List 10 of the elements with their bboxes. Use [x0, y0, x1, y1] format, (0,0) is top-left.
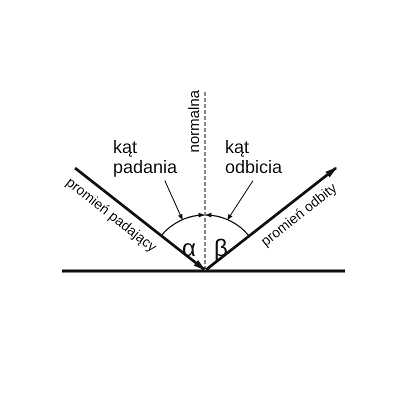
normal-label: normalna	[186, 89, 204, 152]
mirror-surface	[62, 270, 345, 272]
leader-line	[227, 180, 254, 220]
angle-label: kąt padania	[113, 138, 183, 178]
angle-label: kąt odbicia	[225, 138, 295, 178]
light-ray-arrow	[205, 166, 337, 271]
angle-arc	[160, 213, 205, 236]
leader-line	[164, 180, 183, 220]
light-ray-arrow	[74, 166, 206, 271]
angle-arc	[205, 213, 250, 236]
